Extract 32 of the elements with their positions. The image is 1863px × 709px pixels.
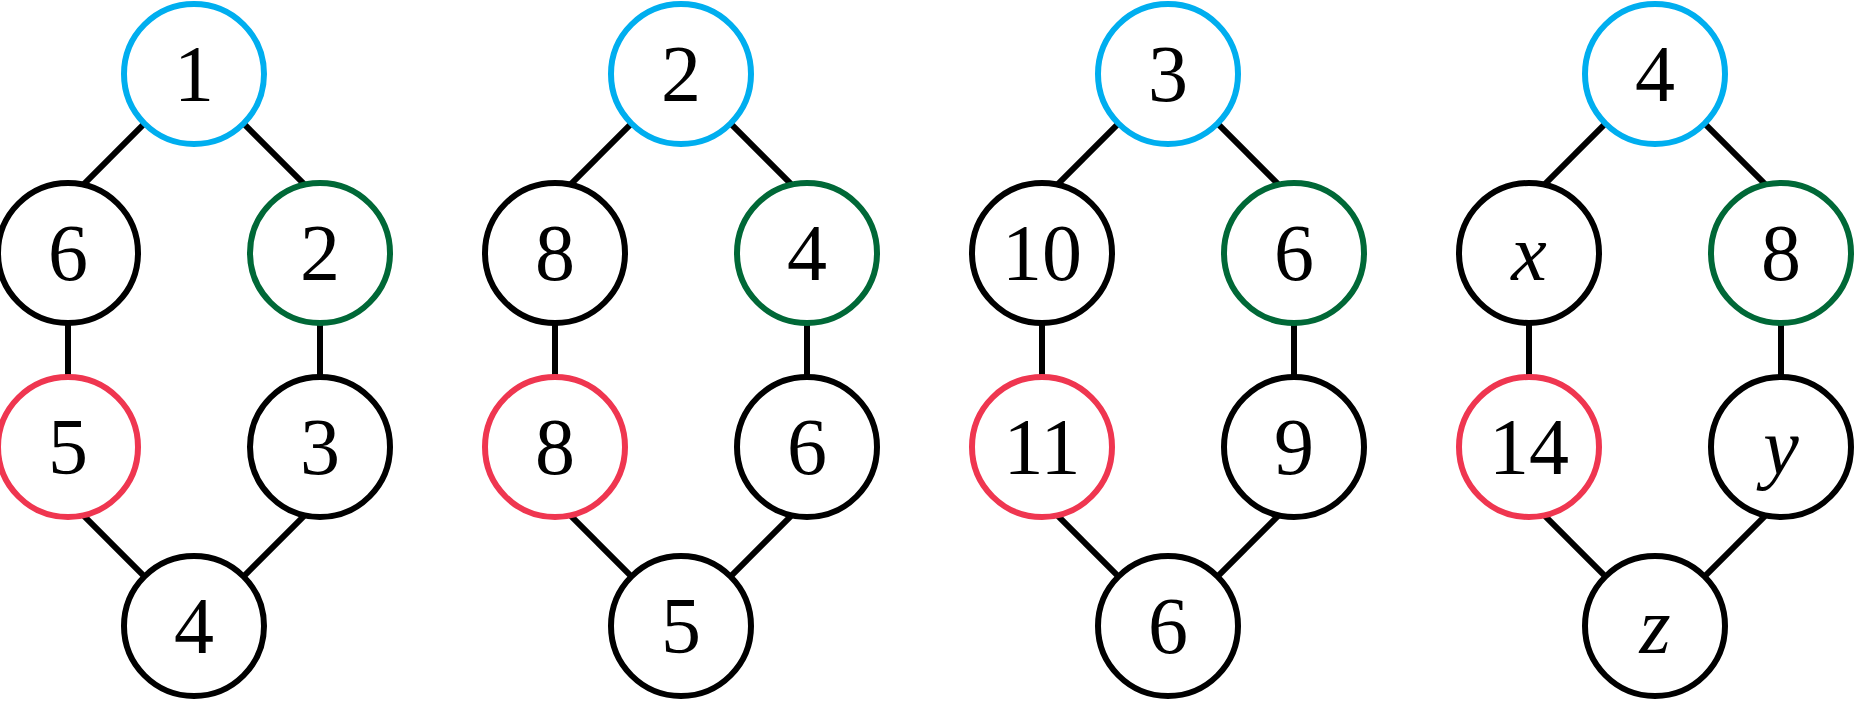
- node-label: 6: [1147, 581, 1189, 672]
- node-label: 1: [173, 29, 215, 120]
- node-label: 8: [534, 208, 576, 299]
- connector-line: [1291, 324, 1297, 376]
- node-label: 6: [47, 208, 89, 299]
- node-label: 4: [1634, 29, 1676, 120]
- node-label: 8: [1760, 208, 1802, 299]
- node-label: 5: [660, 581, 702, 672]
- node-label: 3: [299, 402, 341, 493]
- node-label: 8: [534, 402, 576, 493]
- node-label: 6: [786, 402, 828, 493]
- connector-line: [65, 324, 71, 376]
- node-label: 3: [1147, 29, 1189, 120]
- node-label: 2: [299, 208, 341, 299]
- connector-line: [317, 324, 323, 376]
- node-label: z: [1637, 581, 1672, 672]
- node-label: 5: [47, 402, 89, 493]
- connector-line: [1778, 324, 1784, 376]
- connector-line: [1526, 324, 1532, 376]
- connector-line: [804, 324, 810, 376]
- node-label: 4: [173, 581, 215, 672]
- node-label: 9: [1273, 402, 1315, 493]
- node-label: 10: [1001, 208, 1083, 299]
- node-label: 11: [1002, 402, 1082, 493]
- node-label: 2: [660, 29, 702, 120]
- connector-line: [552, 324, 558, 376]
- node-label: x: [1509, 208, 1548, 299]
- node-label: y: [1751, 401, 1811, 493]
- connector-line: [1039, 324, 1045, 376]
- node-label: 4: [786, 208, 828, 299]
- node-label: 14: [1488, 402, 1570, 493]
- node-label: 6: [1273, 208, 1315, 299]
